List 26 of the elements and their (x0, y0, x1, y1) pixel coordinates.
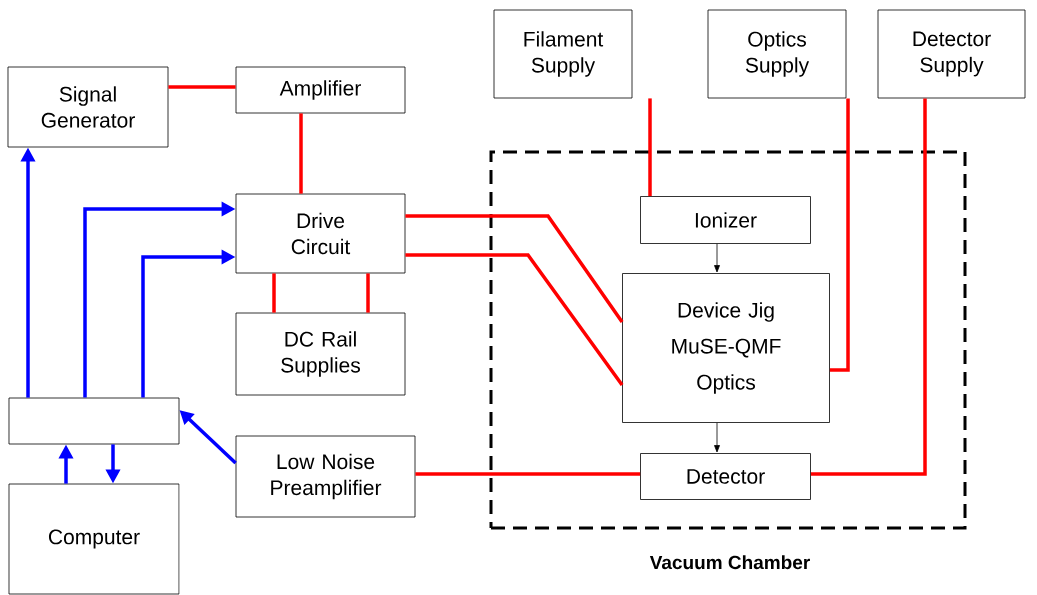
chamber-heading: Vacuum Chamber (649, 555, 810, 570)
connector-line (366, 273, 370, 313)
connector-line (714, 422, 720, 453)
generator-box: Signal Generator (7, 66, 169, 148)
connector-line (829, 98, 850, 372)
computer-box: Computer (8, 483, 180, 595)
supply-box: Detector Supply (877, 9, 1026, 99)
connector-line (168, 85, 236, 89)
connector-line (810, 98, 927, 476)
connector-line (299, 113, 303, 194)
device-box: Device Jig MuSE-QMF Optics (622, 273, 830, 423)
preamplifier-box: Low Noise Preamplifier (235, 435, 416, 518)
supply-box: DC Rail Supplies (235, 312, 406, 396)
amplifier-box: Amplifier (235, 66, 406, 114)
connector-line (405, 253, 624, 387)
connector-line (714, 243, 720, 273)
daq-box (8, 397, 180, 445)
connector-line (272, 273, 276, 313)
supply-box: Optics Supply (707, 9, 847, 99)
connector-line (648, 98, 652, 197)
connector-line (405, 214, 624, 323)
ionizer-box: Ionizer (640, 196, 811, 244)
detector-box: Detector (640, 453, 811, 500)
supply-box: Filament Supply (493, 9, 633, 99)
connector-line (415, 472, 641, 476)
circuit-box: Drive Circuit (235, 193, 406, 274)
